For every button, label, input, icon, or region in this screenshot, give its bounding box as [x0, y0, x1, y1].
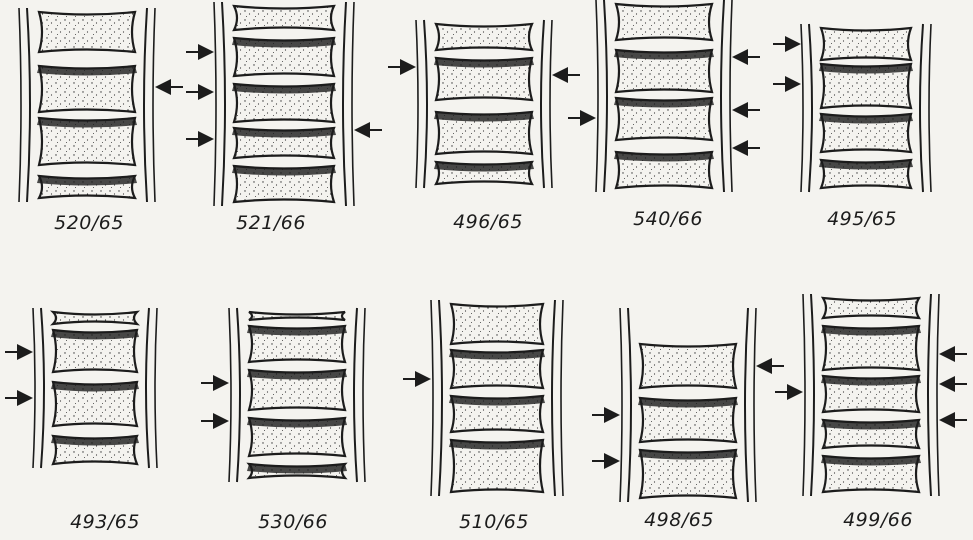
ligament-line: [552, 300, 555, 496]
ligament-line: [33, 308, 35, 468]
spine-drawing-10: [775, 294, 967, 496]
ligament-line: [146, 308, 149, 468]
ligament-line: [628, 308, 631, 502]
ligament-line: [754, 308, 756, 502]
spine-drawing-5: [773, 24, 931, 192]
vertebral-body: [53, 312, 137, 324]
ligament-line: [19, 8, 21, 202]
specimen-label-9: 498/65: [619, 509, 739, 531]
ligament-line: [809, 24, 812, 192]
spine-drawing-8: [403, 300, 563, 496]
vertebral-body: [821, 28, 911, 60]
ligament-line: [730, 0, 732, 192]
ligament-line: [354, 308, 357, 482]
ligament-line: [41, 308, 44, 468]
specimen-label-1: 520/65: [29, 212, 149, 234]
ligament-line: [596, 0, 598, 192]
specimen-label-8: 510/65: [434, 511, 554, 533]
ligament-line: [144, 8, 147, 202]
specimen-label-2: 521/66: [211, 212, 331, 234]
ligament-line: [604, 0, 607, 192]
spine-drawing-9: [592, 308, 784, 502]
ligament-line: [721, 0, 724, 192]
specimen-label-5: 495/65: [802, 208, 922, 230]
ligament-line: [811, 294, 814, 496]
specimen-label-10: 499/66: [818, 509, 938, 531]
ligament-line: [222, 2, 225, 206]
ligament-line: [928, 294, 931, 496]
ligament-line: [439, 300, 442, 496]
vertebral-body: [640, 344, 736, 388]
vertebral-body: [234, 6, 334, 30]
spine-drawing-2: [186, 2, 382, 206]
ligament-line: [352, 2, 354, 206]
ligament-line: [745, 308, 748, 502]
vertebral-body: [823, 298, 919, 318]
ligament-line: [343, 2, 346, 206]
vertebral-body: [249, 312, 345, 320]
spine-drawing-3: [388, 20, 580, 188]
ligament-line: [803, 294, 805, 496]
ligament-line: [229, 308, 231, 482]
spine-drawing-4: [568, 0, 760, 192]
vertebral-body: [616, 4, 712, 40]
ligament-line: [155, 308, 157, 468]
specimen-label-4: 540/66: [608, 208, 728, 230]
ligament-line: [550, 20, 552, 188]
ligament-line: [214, 2, 216, 206]
specimen-label-3: 496/65: [428, 211, 548, 233]
ligament-line: [27, 8, 30, 202]
vertebral-body: [39, 12, 135, 52]
spine-drawing-7: [201, 308, 365, 482]
specimen-label-6: 493/65: [45, 511, 165, 533]
ligament-line: [920, 24, 923, 192]
ligament-line: [424, 20, 427, 188]
spine-drawing-1: [19, 8, 183, 202]
specimen-label-7: 530/66: [233, 511, 353, 533]
ligament-line: [561, 300, 563, 496]
ligament-line: [620, 308, 622, 502]
vertebral-body: [436, 24, 532, 50]
ligament-line: [929, 24, 931, 192]
ligament-line: [431, 300, 433, 496]
ligament-line: [363, 308, 365, 482]
ligament-line: [801, 24, 803, 192]
spine-drawing-6: [5, 308, 157, 468]
ligament-line: [541, 20, 544, 188]
ligament-line: [237, 308, 240, 482]
vertebral-body: [451, 304, 543, 344]
ligament-line: [937, 294, 939, 496]
ligament-line: [153, 8, 155, 202]
ligament-line: [416, 20, 418, 188]
